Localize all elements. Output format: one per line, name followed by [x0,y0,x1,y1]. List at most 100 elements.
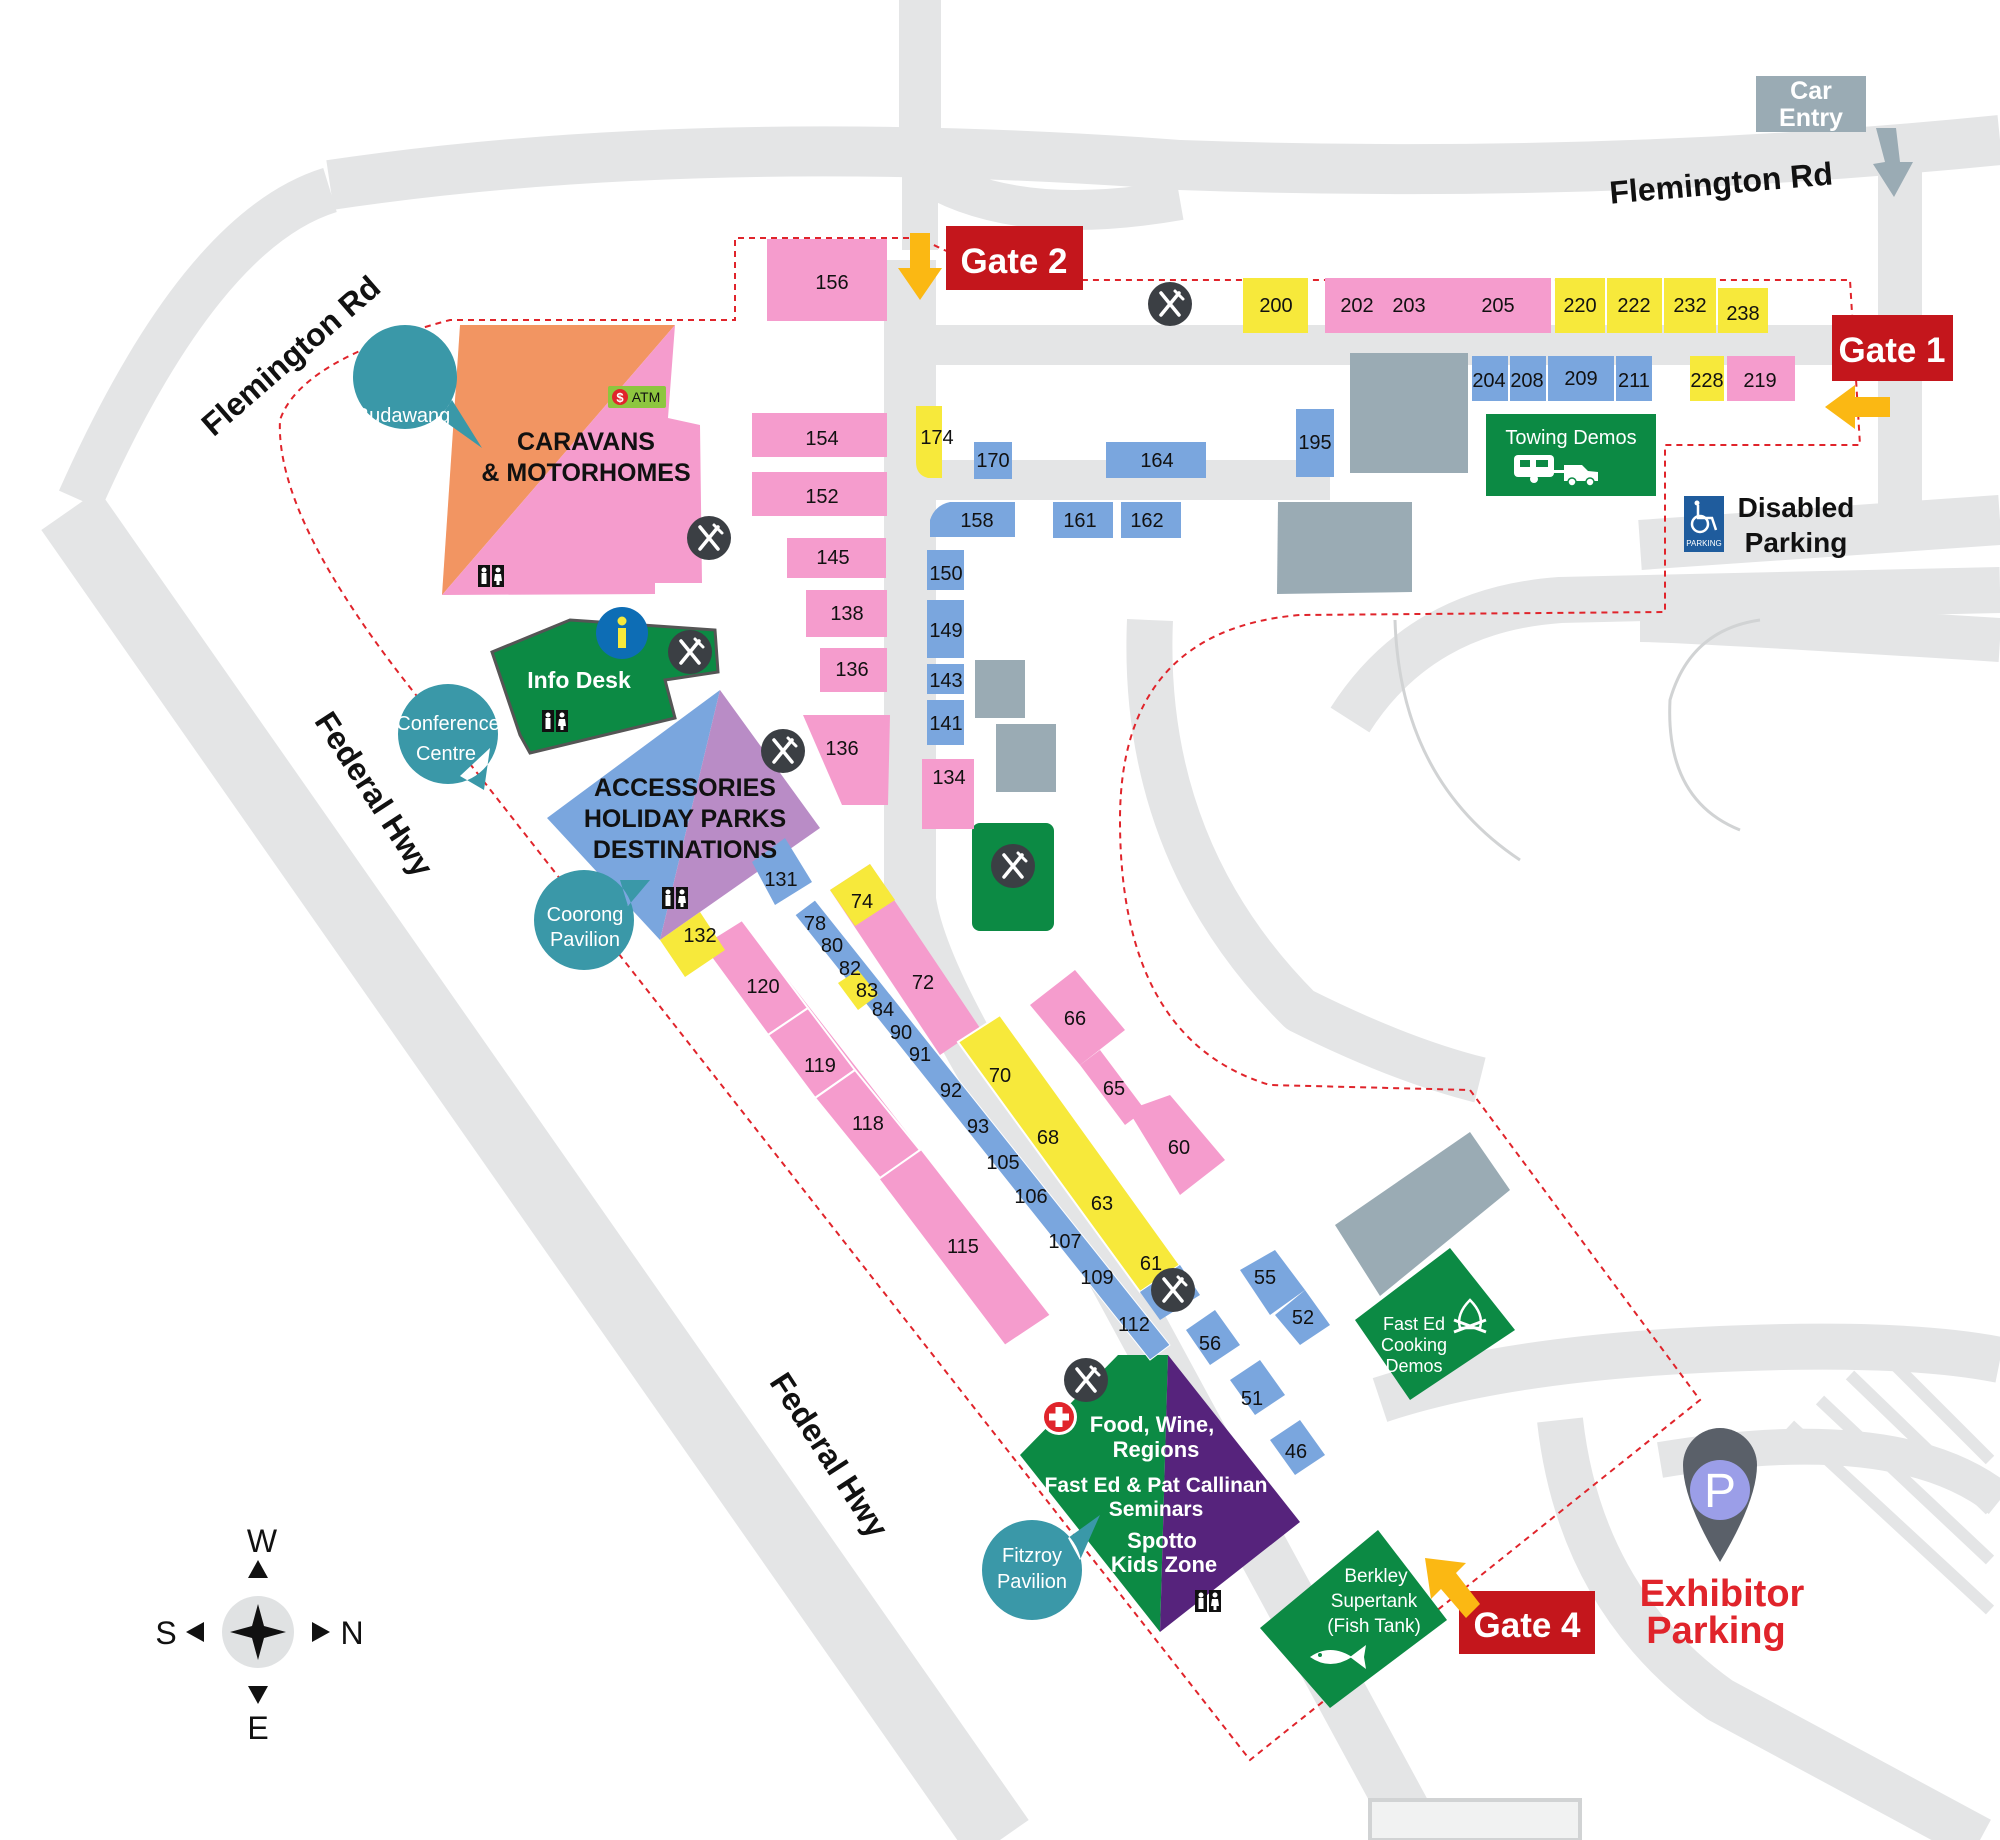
cooking-demos-zone [1355,1248,1515,1400]
gate-2-arrow-icon [898,233,942,300]
site-84: 84 [872,999,894,1021]
fork-knife-icon [1062,1356,1110,1404]
site-203: 203 [1392,295,1425,317]
road-edges [1393,618,1761,862]
towing-demos-label: Towing Demos [1505,427,1636,449]
gate-1-label: Gate 1 [1839,331,1946,370]
gate-4-label: Gate 4 [1474,1606,1582,1645]
site-80: 80 [821,935,843,957]
site-134: 134 [932,767,965,789]
site-205: 205 [1481,295,1514,317]
fish-tank-zone [1260,1530,1447,1708]
gate-1-marker[interactable]: Gate 1 [1832,315,1953,381]
compass-s: S [155,1615,176,1651]
atm-label: ATM [632,389,661,405]
conference-label-line1: Conference [396,713,499,735]
fitzroy-label-line2: Pavilion [997,1571,1067,1593]
site-204: 204 [1472,370,1505,392]
sites-flat [752,239,1795,829]
site-145: 145 [816,547,849,569]
site-65: 65 [1103,1078,1125,1100]
caravans-label-line1: CARAVANS [517,428,655,456]
site-162: 162 [1130,510,1163,532]
site-93: 93 [967,1116,989,1138]
site-90: 90 [890,1022,912,1044]
gate-arrows [898,233,1890,1618]
site-118: 118 [852,1113,884,1135]
site-70: 70 [989,1065,1011,1087]
site-152: 152 [805,486,838,508]
fish-icon [1310,1645,1366,1669]
site-219: 219 [1743,370,1776,392]
compass-w: W [247,1523,278,1559]
accessories-label-line1: ACCESSORIES [594,774,776,802]
site-120: 120 [746,976,779,998]
site-164: 164 [1140,450,1173,472]
venue-boundary [278,237,1862,1762]
site-143: 143 [929,670,962,692]
site-222: 222 [1617,295,1650,317]
parking-pin-icon: P [1683,1428,1757,1562]
site-74: 74 [851,891,873,913]
atm-icon: $ ATM [608,386,666,408]
parking-pin-letter: P [1704,1465,1736,1518]
caravan-icon [1514,455,1598,487]
site-158: 158 [960,510,993,532]
food-label-line1: Food, Wine, [1090,1412,1214,1437]
campfire-icon [1453,1298,1487,1334]
site-170: 170 [976,450,1009,472]
exhibitor-parking-line2: Parking [1646,1610,1785,1652]
gate-4-marker[interactable]: Gate 4 [1459,1591,1595,1654]
parking-lot [1785,1345,1995,1615]
grey-buildings [975,353,1510,1296]
site-107: 107 [1048,1231,1081,1253]
info-desk-label: Info Desk [527,667,631,693]
site-51: 51 [1241,1388,1263,1410]
site-92: 92 [940,1080,962,1102]
site-232: 232 [1673,295,1706,317]
info-icon [596,607,648,659]
site-91: 91 [909,1044,931,1066]
pavilion-callouts: Budawang Pavilion Conference Centre Coor… [353,325,1100,1620]
site-161: 161 [1063,510,1096,532]
site-136b: 136 [825,738,858,760]
site-63: 63 [1091,1193,1113,1215]
food-label-line2: Regions [1113,1437,1200,1462]
exhibitor-parking-line1: Exhibitor [1640,1573,1805,1615]
site-228: 228 [1690,370,1723,392]
first-aid-icon [1041,1399,1077,1435]
kids-zone-purple [1160,1355,1300,1632]
disabled-parking-line1: Disabled [1738,492,1855,523]
site-61: 61 [1140,1253,1162,1275]
site-82: 82 [839,958,861,980]
site-112: 112 [1118,1314,1150,1336]
site-131: 131 [764,869,797,891]
fork-knife-icon [1146,280,1194,328]
fishtank-label-line3: (Fish Tank) [1327,1616,1421,1637]
cooking-label-line3: Demos [1385,1356,1442,1376]
site-68: 68 [1037,1127,1059,1149]
site-132: 132 [683,925,716,947]
site-115: 115 [947,1236,979,1258]
accessories-zone-purple [660,690,820,940]
site-209: 209 [1564,368,1597,390]
site-119: 119 [804,1055,836,1077]
site-154: 154 [805,428,838,450]
disabled-parking: PARKING Disabled Parking [1684,492,1854,558]
exhibitor-parking[interactable]: P Exhibitor Parking [1640,1428,1805,1652]
gate-2-label: Gate 2 [961,242,1068,281]
site-208: 208 [1510,370,1543,392]
site-66: 66 [1064,1008,1086,1030]
kids-label-line1: Spotto [1127,1528,1197,1553]
gate-4-arrow-icon [1425,1558,1480,1618]
wheelchair-icon [1690,505,1718,534]
site-109: 109 [1080,1267,1113,1289]
gate-2-marker[interactable]: Gate 2 [946,226,1083,290]
site-56: 56 [1199,1333,1221,1355]
fitzroy-label-line1: Fitzroy [1002,1545,1062,1567]
site-72: 72 [912,972,934,994]
accessories-zone-blue [547,690,720,940]
site-150: 150 [929,563,962,585]
accessories-label-line2: HOLIDAY PARKS [584,805,786,833]
coorong-label-line2: Pavilion [550,929,620,951]
